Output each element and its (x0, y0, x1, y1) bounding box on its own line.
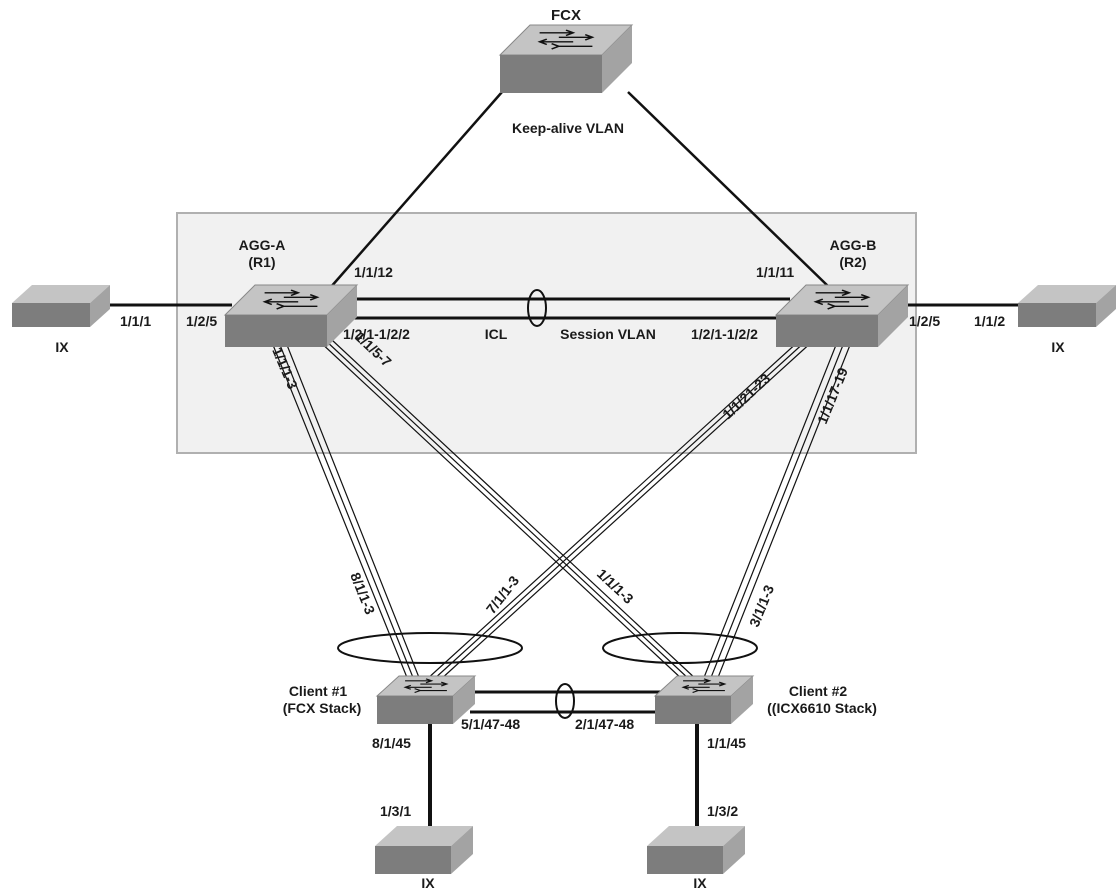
client2-lag-ellipse (602, 632, 758, 664)
port-c2-agg-b: 3/1/1-3 (746, 583, 777, 630)
ix-bottom-left-label: IX (421, 875, 435, 891)
port-agg-b-up: 1/1/11 (756, 264, 794, 280)
agg-b-role: (R2) (839, 254, 866, 270)
ix-right-switch (1018, 285, 1116, 327)
port-ix-bl: 1/3/1 (380, 803, 411, 819)
client2-desc: ((ICX6610 Stack) (767, 700, 877, 716)
client-interstack-ellipse (555, 683, 575, 719)
fcx-top-switch (498, 24, 634, 93)
agg-b-label: AGG-B (830, 237, 877, 253)
ix-right-label: IX (1051, 339, 1065, 355)
keepalive-link-a (329, 91, 503, 289)
keepalive-link-b (627, 91, 831, 289)
port-ix-br: 1/3/2 (707, 803, 738, 819)
port-agg-b-icl: 1/2/1-1/2/2 (691, 326, 758, 342)
lag-aggb-client2 (702, 339, 853, 681)
ix-left-switch (12, 285, 110, 327)
icl-label: ICL (485, 326, 508, 342)
agg-a-label: AGG-A (239, 237, 286, 253)
fcx-top-label: FCX (551, 7, 581, 24)
port-agg-b-right: 1/2/5 (909, 313, 940, 329)
ix-bottom-left-switch (375, 826, 473, 874)
ix-bottom-right-switch (647, 826, 745, 874)
icl-lag-ellipse (527, 289, 547, 327)
ix-bottom-right-label: IX (693, 875, 707, 891)
lag-agga-client1 (270, 339, 421, 681)
port-ix-right: 1/1/2 (974, 313, 1005, 329)
lag-aggb-client1 (425, 339, 815, 681)
port-c2-agg-a: 1/1/1-3 (594, 565, 637, 607)
keepalive-label: Keep-alive VLAN (512, 120, 624, 136)
port-ix-left: 1/1/1 (120, 313, 151, 329)
client2-label: Client #2 (789, 683, 848, 699)
lag-agga-client2 (317, 339, 698, 681)
port-c2-down: 1/1/45 (707, 735, 746, 751)
agg-a-role: (R1) (248, 254, 275, 270)
client1-desc: (FCX Stack) (283, 700, 362, 716)
port-c1-agg-a: 8/1/1-3 (347, 570, 378, 617)
agg-a-switch (223, 284, 359, 347)
agg-b-switch (774, 284, 910, 347)
client2-switch (653, 675, 755, 724)
port-c1-interstack: 5/1/47-48 (461, 716, 520, 732)
client1-label: Client #1 (289, 683, 348, 699)
port-agg-a-up: 1/1/12 (354, 264, 393, 280)
port-c2-interstack: 2/1/47-48 (575, 716, 634, 732)
ix-left-label: IX (55, 339, 69, 355)
port-agg-a-icl: 1/2/1-1/2/2 (343, 326, 410, 342)
client1-lag-ellipse (337, 632, 523, 664)
client1-switch (375, 675, 477, 724)
port-c1-down: 8/1/45 (372, 735, 411, 751)
session-vlan-label: Session VLAN (560, 326, 656, 342)
port-agg-a-left: 1/2/5 (186, 313, 217, 329)
